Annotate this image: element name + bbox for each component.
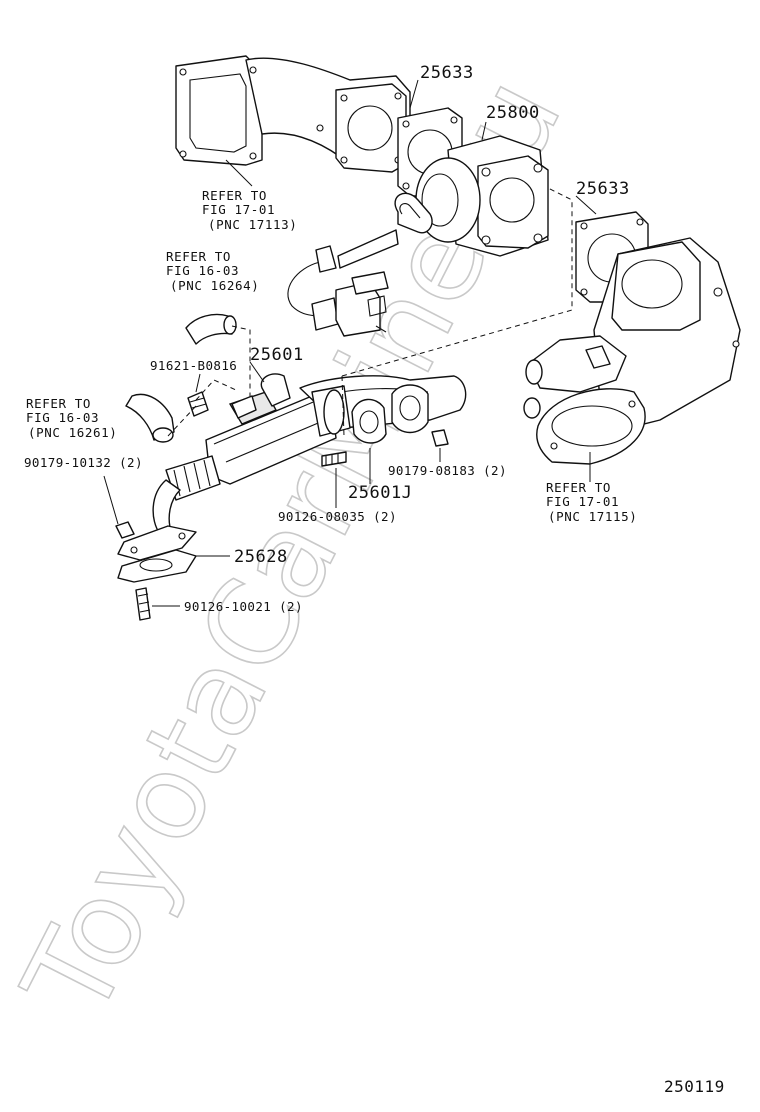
ref-hose-line2: FIG 16-03 [166, 263, 239, 278]
label-90126-08035: 90126-08035 (2) [278, 509, 397, 524]
label-25601: 25601 [250, 345, 304, 365]
ref-right: REFER TO FIG 17-01 (PNC 17115) [546, 480, 637, 524]
intake-pipe-top [175, 55, 411, 173]
ref-left-line3: (PNC 16261) [28, 425, 117, 440]
label-90126-10021: 90126-10021 (2) [184, 599, 303, 614]
leader-lines [103, 79, 597, 607]
label-25601j: 25601J [348, 483, 412, 503]
ref-right-line2: FIG 17-01 [546, 494, 619, 509]
label-90179-08183: 90179-08183 (2) [388, 463, 507, 478]
egr-valve-25800 [287, 135, 549, 319]
intake-pipe-right [523, 237, 741, 465]
label-25800: 25800 [486, 103, 540, 123]
hose-left [125, 393, 175, 443]
ref-top: REFER TO FIG 17-01 (PNC 17113) [202, 188, 297, 232]
label-25633-top: 25633 [420, 63, 474, 83]
label-90179-10132: 90179-10132 (2) [24, 455, 143, 470]
ref-left-line2: FIG 16-03 [26, 410, 99, 425]
label-91621-b0816: 91621-B0816 [150, 358, 237, 373]
vacuum-hose [185, 313, 237, 345]
hardware [115, 391, 449, 621]
dashed-guides [167, 187, 573, 437]
ref-top-line3: (PNC 17113) [208, 217, 297, 232]
ref-right-line3: (PNC 17115) [548, 509, 637, 524]
egr-cooler-25601 [117, 373, 467, 561]
ref-hose-line1: REFER TO [166, 249, 231, 264]
ref-left-line1: REFER TO [26, 396, 91, 411]
gasket-25601j [351, 384, 429, 444]
labels: 25633 25800 25633 25601 25601J 25628 916… [24, 63, 725, 1096]
ref-top-line2: FIG 17-01 [202, 202, 275, 217]
gasket-25628 [117, 549, 197, 583]
ref-left: REFER TO FIG 16-03 (PNC 16261) [26, 396, 117, 440]
label-25628: 25628 [234, 547, 288, 567]
ref-hose-line3: (PNC 16264) [170, 278, 259, 293]
label-25633-right: 25633 [576, 179, 630, 199]
ref-top-line1: REFER TO [202, 188, 267, 203]
vsv-assembly [311, 245, 389, 337]
ref-hose: REFER TO FIG 16-03 (PNC 16264) [166, 249, 259, 293]
ref-right-line1: REFER TO [546, 480, 611, 495]
diagram-id: 250119 [664, 1077, 725, 1096]
